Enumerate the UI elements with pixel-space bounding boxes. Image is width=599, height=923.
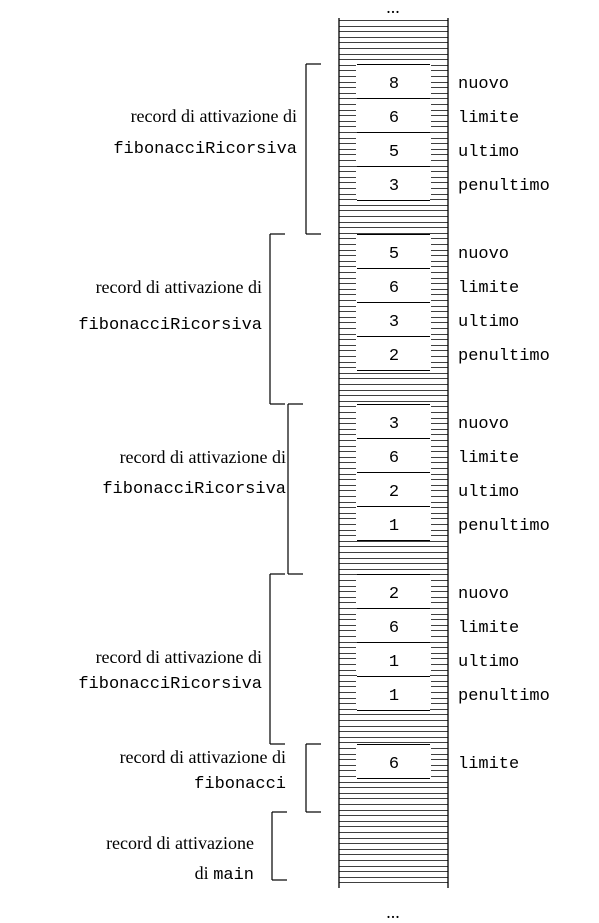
record-label: record di attivazione di xyxy=(131,106,297,126)
function-name: fibonacciRicorsiva xyxy=(113,140,297,159)
record-function-label: di main xyxy=(195,863,254,885)
cell-background xyxy=(357,64,430,98)
cell-background xyxy=(357,336,430,370)
function-name: fibonacciRicorsiva xyxy=(102,480,286,499)
record-label: record di attivazione di xyxy=(96,277,262,297)
record-function-label: fibonacciRicorsiva xyxy=(78,316,262,335)
record-label: record di attivazione xyxy=(106,833,254,853)
cell-value: 6 xyxy=(389,279,399,298)
cell-value: 6 xyxy=(389,755,399,774)
variable-name: penultimo xyxy=(458,347,550,366)
variable-name: nuovo xyxy=(458,245,509,264)
cell-background xyxy=(357,608,430,642)
cell-background xyxy=(357,574,430,608)
variable-name: nuovo xyxy=(458,585,509,604)
cell-value: 5 xyxy=(389,143,399,162)
record-label: record di attivazione di xyxy=(120,747,286,767)
cell-background xyxy=(357,132,430,166)
stack-bottom-ellipsis: ... xyxy=(386,902,400,922)
record-label-prefix: di xyxy=(195,863,214,883)
variable-name: ultimo xyxy=(458,143,519,162)
cell-value: 5 xyxy=(389,245,399,264)
cell-background xyxy=(357,98,430,132)
cell-background xyxy=(357,268,430,302)
cell-background xyxy=(357,166,430,200)
cell-background xyxy=(357,472,430,506)
variable-name: limite xyxy=(458,279,519,298)
record-function-label: fibonacci xyxy=(194,775,286,794)
variable-name: ultimo xyxy=(458,653,519,672)
variable-name: penultimo xyxy=(458,517,550,536)
cell-value: 1 xyxy=(389,517,399,536)
cell-background xyxy=(357,744,430,778)
cell-value: 6 xyxy=(389,449,399,468)
variable-name: nuovo xyxy=(458,415,509,434)
variable-name: limite xyxy=(458,449,519,468)
cell-value: 6 xyxy=(389,619,399,638)
function-name: fibonacciRicorsiva xyxy=(78,675,262,694)
cell-value: 8 xyxy=(389,75,399,94)
cell-background xyxy=(357,404,430,438)
cell-background xyxy=(357,302,430,336)
cell-background xyxy=(357,642,430,676)
variable-name: ultimo xyxy=(458,313,519,332)
variable-name: nuovo xyxy=(458,75,509,94)
cell-value: 3 xyxy=(389,177,399,196)
cell-value: 2 xyxy=(389,347,399,366)
record-function-label: fibonacciRicorsiva xyxy=(113,140,297,159)
cell-value: 2 xyxy=(389,483,399,502)
record-label: record di attivazione di xyxy=(96,647,262,667)
cell-background xyxy=(357,506,430,540)
cell-value: 2 xyxy=(389,585,399,604)
stack-top-ellipsis: ... xyxy=(386,0,400,17)
cell-value: 1 xyxy=(389,687,399,706)
cell-background xyxy=(357,234,430,268)
variable-name: penultimo xyxy=(458,687,550,706)
variable-name: limite xyxy=(458,755,519,774)
variable-name: penultimo xyxy=(458,177,550,196)
cell-value: 6 xyxy=(389,109,399,128)
cell-value: 1 xyxy=(389,653,399,672)
variable-name: ultimo xyxy=(458,483,519,502)
cell-value: 3 xyxy=(389,415,399,434)
cell-value: 3 xyxy=(389,313,399,332)
record-function-label: fibonacciRicorsiva xyxy=(78,675,262,694)
function-name: main xyxy=(213,866,254,885)
variable-name: limite xyxy=(458,619,519,638)
function-name: fibonacciRicorsiva xyxy=(78,316,262,335)
cell-background xyxy=(357,676,430,710)
function-name: fibonacci xyxy=(194,775,286,794)
variable-name: limite xyxy=(458,109,519,128)
record-label: record di attivazione di xyxy=(120,447,286,467)
cell-background xyxy=(357,438,430,472)
record-function-label: fibonacciRicorsiva xyxy=(102,480,286,499)
